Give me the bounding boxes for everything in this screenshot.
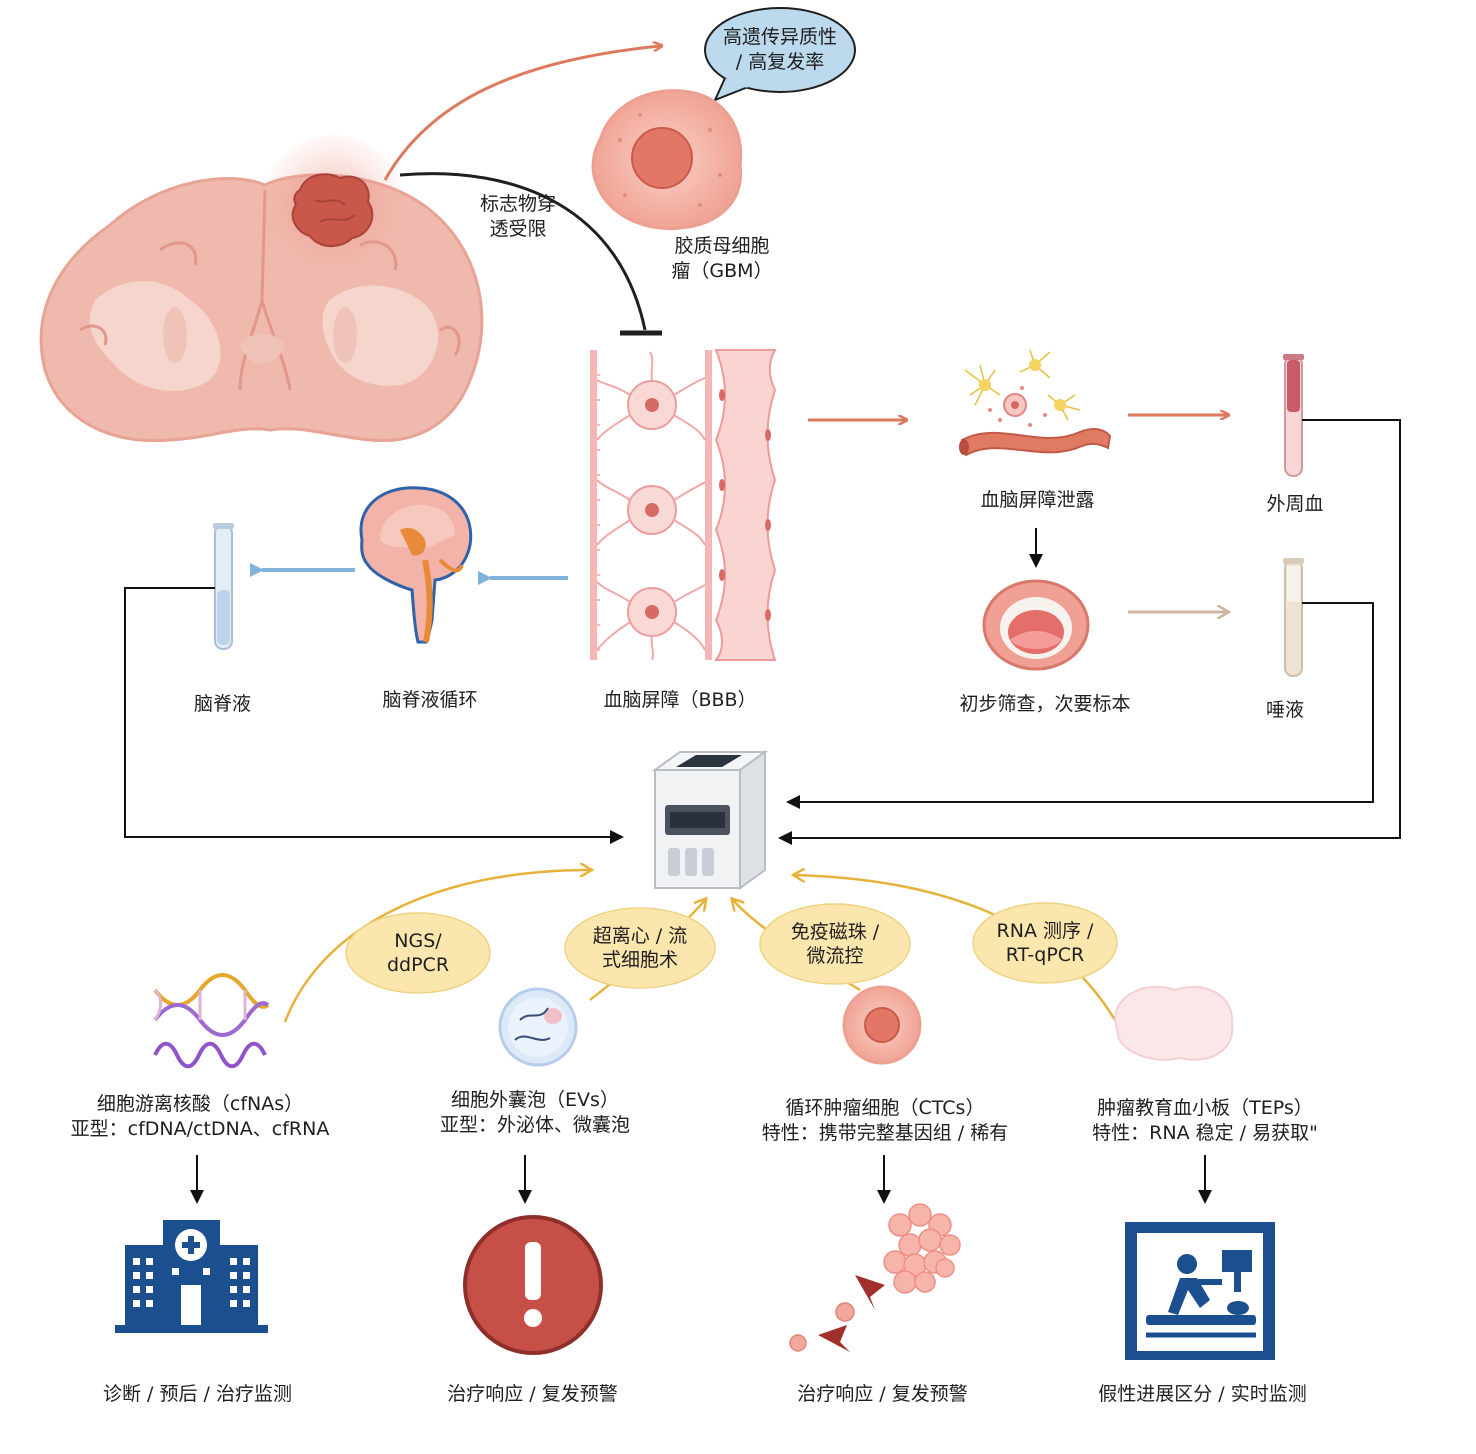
cfna-method-arrow	[283, 870, 590, 1023]
method-oval-ngs-line-2: ddPCR	[386, 954, 450, 976]
inhibition-curve	[399, 172, 647, 331]
method-oval-immunomagnetic: 免疫磁珠 / 微流控	[765, 920, 905, 968]
dna-rna-icon	[153, 973, 270, 1069]
csf-label: 脑脊液	[193, 693, 251, 715]
method-oval-ngs-line-1: NGS/	[394, 930, 442, 952]
bbb-leak-label: 血脑屏障泄露	[980, 489, 1095, 511]
biomarker-tep-line-1: 肿瘤教育血小板（TEPs）	[1097, 1097, 1313, 1119]
method-ovals	[345, 902, 1118, 994]
bbb-label: 血脑屏障（BBB）	[603, 689, 757, 711]
saliva-to-analyzer-line	[786, 602, 1374, 809]
speech-bubble	[704, 7, 856, 102]
gbm-label-line-1: 胶质母细胞	[674, 235, 770, 257]
saliva-label: 唾液	[1265, 699, 1304, 721]
csf-circulation-icon	[359, 486, 473, 644]
marker-limit-line-1: 标志物穿	[479, 193, 556, 215]
biomarker-ctc-label: 循环肿瘤细胞（CTCs） 特性：携带完整基因组 / 稀有	[725, 1096, 1045, 1146]
outcome-cfna: 诊断 / 预后 / 治疗监测	[103, 1383, 292, 1405]
peripheral-blood-label: 外周血	[1266, 493, 1324, 515]
method-oval-ultracentrifuge: 超离心 / 流 式细胞术	[570, 924, 710, 972]
method-oval-immunomagnetic-line-2: 微流控	[806, 945, 864, 967]
method-oval-ultracentrifuge-line-1: 超离心 / 流	[592, 925, 688, 947]
biomarker-ctc-line-2: 特性：携带完整基因组 / 稀有	[761, 1122, 1009, 1144]
gbm-label: 胶质母细胞 瘤（GBM）	[642, 234, 802, 284]
marker-limit-label: 标志物穿 透受限	[458, 192, 578, 242]
blood-to-analyzer-line	[778, 419, 1401, 845]
brain-coronal-icon	[39, 135, 484, 443]
tumor-to-gbm-arrow	[383, 46, 660, 181]
hospital-icon	[115, 1220, 268, 1333]
outcome-tep: 假性进展区分 / 实时监测	[1098, 1383, 1307, 1405]
marker-limit-line-2: 透受限	[489, 218, 547, 240]
alert-icon	[463, 1215, 603, 1355]
bubble-text: 高遗传异质性 / 高复发率	[705, 25, 855, 75]
mouth-icon	[982, 579, 1090, 671]
biomarker-ctc-line-1: 循环肿瘤细胞（CTCs）	[785, 1097, 985, 1119]
method-oval-immunomagnetic-line-1: 免疫磁珠 /	[790, 921, 880, 943]
method-oval-ngs: NGS/ ddPCR	[352, 929, 484, 977]
method-oval-rna-seq-line-2: RT-qPCR	[1005, 944, 1085, 966]
biomarker-tep-line-2: 特性：RNA 稳定 / 易获取"	[1092, 1122, 1318, 1144]
screening-label: 初步筛查，次要标本	[959, 693, 1131, 715]
biomarker-ev-line-1: 细胞外囊泡（EVs）	[451, 1089, 619, 1111]
patient-scan-icon	[1125, 1222, 1275, 1360]
gbm-cell-icon	[591, 89, 743, 231]
ctc-cell-icon	[842, 985, 922, 1065]
bbb-leak-icon	[959, 349, 1112, 457]
biomarker-tep-label: 肿瘤教育血小板（TEPs） 特性：RNA 稳定 / 易获取"	[1050, 1096, 1360, 1146]
csf-to-analyzer-line	[124, 587, 624, 844]
method-oval-rna-seq-line-1: RNA 测序 /	[996, 920, 1094, 942]
biomarker-cfna-line-1: 细胞游离核酸（cfNAs）	[96, 1093, 304, 1115]
bubble-line-1: 高遗传异质性	[722, 26, 837, 48]
gbm-label-line-2: 瘤（GBM）	[671, 260, 773, 282]
tep-platelet-icon	[1113, 985, 1234, 1061]
bubble-line-2: / 高复发率	[735, 51, 825, 73]
analyzer-machine-icon	[651, 750, 769, 890]
outcome-ev: 治疗响应 / 复发预警	[447, 1383, 618, 1405]
metastasis-icon	[789, 1203, 961, 1352]
blood-tube-icon	[1283, 354, 1304, 477]
method-oval-rna-seq: RNA 测序 / RT-qPCR	[978, 919, 1112, 967]
biomarker-cfna-label: 细胞游离核酸（cfNAs） 亚型：cfDNA/ctDNA、cfRNA	[40, 1092, 360, 1142]
biomarker-ev-line-2: 亚型：外泌体、微囊泡	[439, 1114, 630, 1136]
method-oval-ultracentrifuge-line-2: 式细胞术	[601, 949, 678, 971]
outcome-ctc: 治疗响应 / 复发预警	[797, 1383, 968, 1405]
biomarker-cfna-line-2: 亚型：cfDNA/ctDNA、cfRNA	[70, 1118, 330, 1140]
tumor-mass	[291, 173, 374, 247]
ev-vesicle-icon	[498, 987, 578, 1067]
biomarker-ev-label: 细胞外囊泡（EVs） 亚型：外泌体、微囊泡	[395, 1088, 675, 1138]
csf-tube-icon	[213, 523, 234, 650]
saliva-tube-icon	[1283, 558, 1304, 677]
bbb-icon	[590, 349, 777, 661]
csf-circulation-label: 脑脊液循环	[382, 689, 478, 711]
